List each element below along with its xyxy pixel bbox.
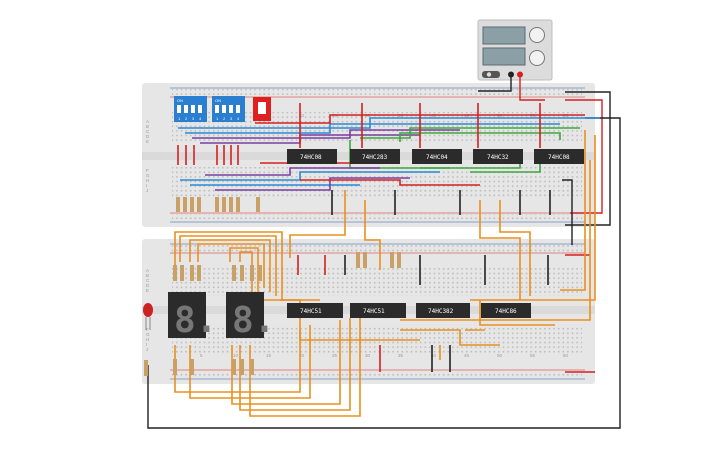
row-label: G	[146, 173, 150, 178]
svg-text:74HC283: 74HC283	[362, 154, 388, 161]
lower-resistors[interactable]	[144, 252, 401, 376]
svg-text:74HC382: 74HC382	[428, 308, 454, 315]
column-label: 20	[299, 113, 305, 118]
upper-chip-2[interactable]: 74HC283	[350, 149, 400, 164]
svg-text:3: 3	[192, 116, 195, 121]
dc-power-supply[interactable]	[477, 19, 553, 81]
column-label: 55	[530, 353, 536, 358]
lower-chip-1[interactable]: 74HC51	[287, 303, 343, 318]
row-label: A	[146, 268, 149, 273]
lower-chip-4[interactable]: 74HC86	[481, 303, 531, 318]
column-label: 60	[563, 353, 569, 358]
column-label: 20	[299, 353, 305, 358]
ground-bridge-wire	[565, 91, 611, 226]
column-label: 40	[431, 353, 437, 358]
current-knob[interactable]	[529, 50, 545, 66]
column-label: 45	[464, 353, 470, 358]
upper-chip-1[interactable]: 74HC08	[287, 149, 337, 164]
row-label: F	[146, 168, 149, 173]
column-label: 15	[266, 353, 272, 358]
current-display	[482, 47, 526, 66]
slide-switch[interactable]	[253, 97, 271, 121]
dip-switch-2[interactable]: ON 1 2 3 4	[212, 96, 245, 122]
svg-text:8.: 8.	[232, 300, 275, 341]
svg-text:74HC51: 74HC51	[363, 308, 385, 315]
svg-text:74HC08: 74HC08	[548, 154, 570, 161]
row-label: I	[146, 342, 147, 347]
row-label: H	[146, 178, 149, 183]
svg-text:2: 2	[223, 116, 226, 121]
svg-text:8.: 8.	[174, 300, 217, 341]
row-label: J	[146, 188, 148, 193]
row-label: G	[146, 332, 150, 337]
column-label: 30	[365, 353, 371, 358]
svg-text:74HC51: 74HC51	[300, 308, 322, 315]
lower-column-labels: 5 10 15 20 25 30 35 40 45 50 55 60 A B C…	[146, 268, 569, 358]
power-wires[interactable]	[147, 77, 621, 429]
upper-chip-4[interactable]: 74HC32	[473, 149, 523, 164]
positive-terminal[interactable]	[517, 71, 523, 78]
row-label: D	[146, 134, 150, 139]
upper-chip-3[interactable]: 74HC04	[412, 149, 462, 164]
svg-text:2: 2	[185, 116, 188, 121]
voltage-display	[482, 26, 526, 45]
row-label: H	[146, 337, 149, 342]
row-label: E	[146, 139, 149, 144]
row-label: C	[146, 278, 150, 283]
svg-text:4: 4	[199, 116, 202, 121]
row-label: A	[146, 119, 149, 124]
upper-chip-5[interactable]: 74HC08	[534, 149, 584, 164]
svg-text:ON: ON	[215, 98, 221, 103]
negative-terminal[interactable]	[508, 71, 514, 78]
led[interactable]	[143, 303, 153, 330]
svg-text:4: 4	[237, 116, 240, 121]
dip-switch-1[interactable]: ON 1 2 3 4	[174, 96, 207, 122]
lower-chip-3[interactable]: 74HC382	[416, 303, 470, 318]
svg-text:1: 1	[178, 116, 181, 121]
row-label: I	[146, 183, 147, 188]
column-label: 50	[497, 353, 503, 358]
column-label: 5	[200, 353, 203, 358]
svg-text:3: 3	[230, 116, 233, 121]
row-label: E	[146, 288, 149, 293]
row-label: C	[146, 129, 150, 134]
power-bridge-wire	[565, 99, 603, 214]
upper-resistors[interactable]	[176, 197, 260, 212]
svg-text:74HC32: 74HC32	[487, 154, 509, 161]
voltage-knob[interactable]	[529, 27, 545, 43]
svg-text:74HC86: 74HC86	[495, 308, 517, 315]
svg-text:1: 1	[216, 116, 219, 121]
svg-text:ON: ON	[177, 98, 183, 103]
row-label: B	[146, 124, 149, 129]
seven-segment-display-1[interactable]: 8.	[168, 292, 217, 341]
seven-segment-display-2[interactable]: 8.	[226, 292, 275, 341]
upper-vertical-jumpers	[177, 103, 551, 215]
row-label: B	[146, 273, 149, 278]
ground-return-wire	[147, 117, 621, 429]
svg-text:74HC08: 74HC08	[300, 154, 322, 161]
row-label: F	[146, 327, 149, 332]
svg-text:74HC04: 74HC04	[426, 154, 448, 161]
row-label: J	[146, 347, 148, 352]
column-label: 10	[233, 353, 239, 358]
row-label: D	[146, 283, 150, 288]
lower-vertical-jumpers	[297, 255, 549, 372]
column-label: 25	[332, 353, 338, 358]
lower-chip-2[interactable]: 74HC51	[350, 303, 406, 318]
column-label: 35	[398, 353, 404, 358]
